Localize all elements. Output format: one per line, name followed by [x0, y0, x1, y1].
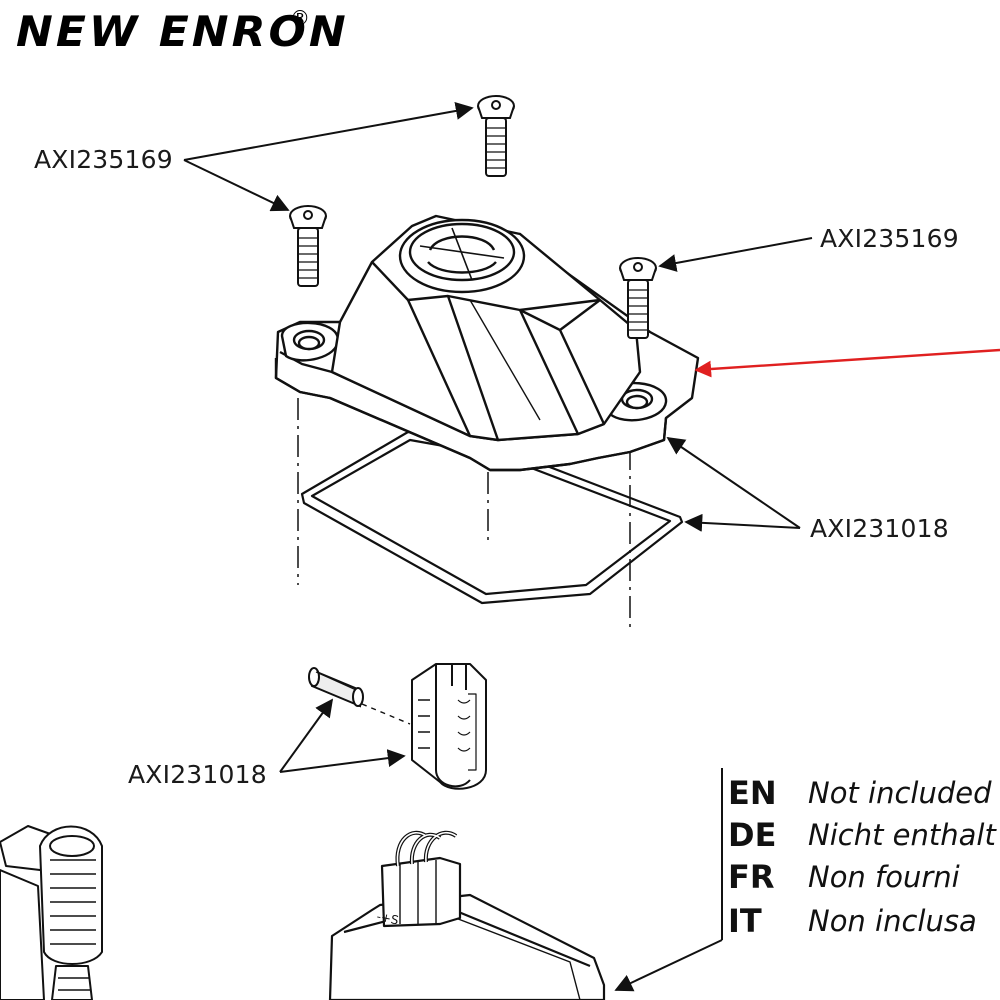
- connector-housing: [411, 663, 487, 790]
- leader-cover: [666, 436, 801, 529]
- legend-bracket: [614, 768, 723, 992]
- callout-screw-right: AXI235169: [820, 224, 959, 253]
- callout-screw-top-left: AXI235169: [34, 145, 173, 174]
- alignment-lines: [297, 398, 631, 632]
- pin-guide-line: [361, 703, 411, 725]
- screw-top: [477, 95, 515, 177]
- legend-code-fr: FR: [728, 858, 775, 896]
- leader-gasket: [684, 513, 801, 532]
- leader-pin: [279, 698, 334, 773]
- cover-housing: [274, 214, 700, 472]
- legend-code-de: DE: [728, 816, 777, 854]
- callout-gasket-right: AXI231018: [810, 514, 949, 543]
- svg-text:-+S: -+S: [375, 909, 399, 927]
- legend-text-it: Non inclusa: [808, 904, 977, 938]
- receiver-unit: -+S: [328, 830, 606, 1000]
- screw-left: [289, 205, 327, 287]
- legend-code-en: EN: [728, 774, 777, 812]
- leader-screw-left: [183, 159, 290, 212]
- screw-right: [619, 257, 657, 339]
- legend-text-en: Not included: [808, 776, 992, 810]
- connector-pin: [308, 667, 364, 708]
- callout-connector-left: AXI231018: [128, 760, 267, 789]
- legend-text-de: Nicht enthalt: [808, 818, 996, 852]
- highlight-arrow: [694, 348, 1000, 378]
- brand-logo: NEW ENRON: [16, 8, 349, 57]
- leader-screw-top: [183, 102, 474, 161]
- legend-code-it: IT: [728, 902, 762, 940]
- leader-connector: [279, 749, 406, 773]
- chassis-partial: [0, 825, 103, 1000]
- leader-screw-right: [658, 237, 813, 272]
- legend-text-fr: Non fourni: [808, 860, 960, 894]
- leader-lines: [183, 102, 813, 773]
- registered-mark: ®: [290, 6, 310, 30]
